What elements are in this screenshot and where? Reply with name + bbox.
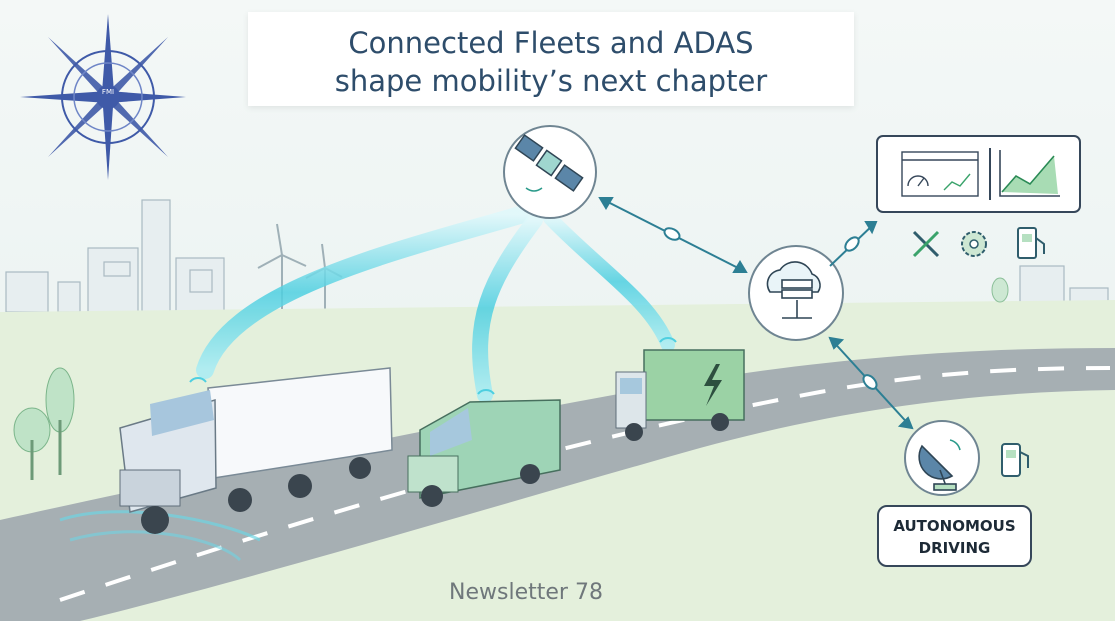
charging-station-icon (1001, 443, 1029, 477)
lightning-bolt-icon (704, 364, 722, 406)
lane-markings (59, 366, 1111, 602)
title-line-2: shape mobility’s next chapter (334, 64, 768, 98)
dashboard-gauge-icon (901, 151, 979, 197)
satellite-signal-beams (196, 206, 675, 403)
satellite-icon (514, 134, 584, 192)
title-line-1: Connected Fleets and ADAS (348, 26, 754, 60)
newsletter-label: Newsletter 78 (449, 580, 603, 605)
trees (13, 277, 1009, 480)
fuel-pump-icon (1017, 227, 1045, 259)
title-banner: Connected Fleets and ADAS shape mobility… (248, 12, 854, 106)
delivery-van (407, 389, 561, 507)
satellite-node (503, 125, 597, 219)
satellite-dish-icon (918, 439, 961, 491)
logo-label: FMI (101, 88, 115, 96)
badge-line-1: AUTONOMOUS (893, 517, 1016, 535)
tools-icon (912, 230, 940, 258)
semi-truck (59, 367, 393, 562)
connection-links (598, 197, 914, 430)
line-chart-icon (999, 150, 1060, 197)
satellite-dish-node (904, 420, 980, 496)
highway-road (0, 348, 1115, 621)
cloud-server-node (748, 245, 844, 341)
gear-icon (961, 231, 987, 257)
analytics-panel (876, 135, 1081, 213)
compass-rose-icon (20, 14, 186, 180)
badge-line-2: DRIVING (918, 539, 991, 557)
cloud-server-icon (766, 261, 821, 319)
electric-truck (615, 337, 745, 441)
autonomous-driving-badge: AUTONOMOUS DRIVING (877, 505, 1032, 567)
